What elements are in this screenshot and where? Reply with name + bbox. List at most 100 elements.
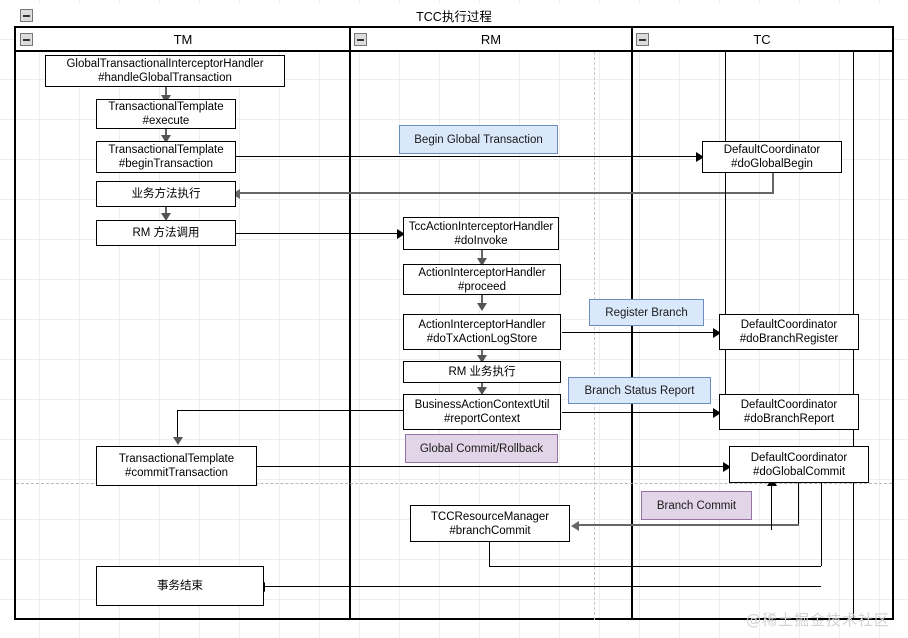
guide-dashed-vertical — [594, 52, 595, 620]
connector-commit-result-h — [489, 566, 821, 567]
node-default-coordinator-do-branch-register[interactable]: DefaultCoordinator #doBranchRegister — [719, 314, 859, 350]
arrowhead-n10-n11 — [477, 355, 487, 363]
node-transactional-template-commit-transaction[interactable]: TransactionalTemplate #commitTransaction — [96, 446, 257, 486]
node-tcc-action-interceptor-handler-do-invoke[interactable]: TccActionInterceptorHandler #doInvoke — [403, 217, 559, 250]
node-line1: DefaultCoordinator — [740, 319, 838, 331]
node-line1: DefaultCoordinator — [740, 399, 838, 411]
arrowhead-branch-report — [713, 408, 721, 418]
node-line1: RM 业务执行 — [448, 366, 516, 378]
node-action-interceptor-handler-do-tx-action-log-store[interactable]: ActionInterceptorHandler #doTxActionLogS… — [403, 314, 561, 350]
arrowhead-branch-commit — [571, 521, 579, 531]
connector-branch-commit-v — [798, 480, 799, 525]
connector-final-h — [264, 586, 821, 587]
node-tcc-resource-manager-branch-commit[interactable]: TCCResourceManager #branchCommit — [410, 505, 570, 542]
arrowhead-n11-n12 — [477, 387, 487, 395]
arrowhead-begin-global — [696, 152, 704, 162]
label-branch-status-report[interactable]: Branch Status Report — [568, 377, 711, 404]
connector-begin-return-h — [238, 192, 773, 194]
node-line1: DefaultCoordinator — [723, 144, 821, 156]
arrowhead-n4-n5 — [161, 213, 171, 221]
node-line2: #handleGlobalTransaction — [98, 72, 232, 84]
node-transactional-template-begin-transaction[interactable]: TransactionalTemplate #beginTransaction — [96, 141, 236, 173]
arrowhead-n8-n9 — [477, 258, 487, 266]
node-action-interceptor-handler-proceed[interactable]: ActionInterceptorHandler #proceed — [403, 264, 561, 295]
lane-header-tc: TC — [632, 28, 892, 52]
arrowhead-report-back — [173, 437, 183, 445]
connector-begin-return-v — [772, 172, 774, 194]
connector-n9-n10 — [481, 295, 483, 308]
connector-register-branch — [562, 332, 719, 333]
label-global-commit-rollback[interactable]: Global Commit/Rollback — [405, 434, 558, 463]
node-rm-method-invoke[interactable]: RM 方法调用 — [96, 220, 236, 246]
arrowhead-register-branch — [713, 328, 721, 338]
node-line2: #proceed — [458, 280, 506, 293]
minus-icon-tc[interactable] — [636, 33, 649, 46]
node-line1: 事务结束 — [157, 580, 203, 592]
connector-report-back-h — [177, 410, 403, 411]
node-default-coordinator-do-global-begin[interactable]: DefaultCoordinator #doGlobalBegin — [702, 141, 842, 173]
label-branch-commit[interactable]: Branch Commit — [641, 491, 752, 520]
node-rm-business-execute[interactable]: RM 业务执行 — [403, 361, 561, 383]
node-line1: TransactionalTemplate — [118, 453, 235, 465]
arrowhead-n9-n10 — [477, 303, 487, 311]
node-line2: #branchCommit — [449, 524, 531, 537]
node-line2: #reportContext — [443, 413, 521, 425]
connector-n5-n8 — [236, 233, 403, 234]
lane-header-tm: TM — [16, 28, 350, 52]
connector-report-back-v — [177, 410, 178, 442]
node-line1: RM 方法调用 — [132, 227, 200, 239]
connector-n1-n2 — [165, 85, 167, 99]
watermark: @稀土掘金技术社区 — [745, 611, 890, 629]
node-line2: #commitTransaction — [124, 467, 229, 479]
node-line2: #doBranchReport — [743, 413, 835, 425]
connector-n8-n9 — [481, 250, 483, 264]
guide-dashed-horizontal — [16, 483, 892, 484]
node-business-action-context-util-report-context[interactable]: BusinessActionContextUtil #reportContext — [403, 394, 561, 430]
node-line1: BusinessActionContextUtil — [414, 399, 550, 411]
node-line1: GlobalTransactionalInterceptorHandler — [66, 58, 264, 70]
node-line2: #doTxActionLogStore — [426, 333, 538, 345]
label-begin-global-transaction[interactable]: Begin Global Transaction — [399, 125, 558, 154]
node-transaction-end[interactable]: 事务结束 — [96, 566, 264, 606]
node-line1: TCCResourceManager — [430, 510, 550, 523]
connector-global-commit — [257, 466, 729, 467]
node-line1: TccActionInterceptorHandler — [408, 220, 554, 233]
minus-icon-pool[interactable] — [20, 9, 33, 22]
node-line2: #doInvoke — [454, 234, 508, 247]
arrowhead-n5-n8 — [397, 229, 405, 239]
connector-branch-commit-h — [578, 524, 799, 526]
tc-lifeline-upper — [725, 50, 726, 332]
node-line1: DefaultCoordinator — [750, 451, 848, 464]
minus-icon-rm[interactable] — [354, 33, 367, 46]
node-global-transactional-interceptor-handler[interactable]: GlobalTransactionalInterceptorHandler #h… — [45, 55, 285, 87]
tc-lifeline-middle — [725, 350, 726, 412]
node-line2: #doBranchRegister — [739, 333, 839, 345]
node-default-coordinator-do-branch-report[interactable]: DefaultCoordinator #doBranchReport — [719, 394, 859, 430]
node-line2: #doGlobalBegin — [731, 158, 813, 170]
arrowhead-n2-n3 — [161, 135, 171, 143]
minus-icon-tm[interactable] — [20, 33, 33, 46]
node-line2: #doGlobalCommit — [752, 465, 846, 478]
diagram-title: TCC执行过程 — [14, 4, 894, 28]
node-line1: TransactionalTemplate — [108, 101, 224, 113]
node-line2: #beginTransaction — [118, 158, 214, 170]
node-transactional-template-execute[interactable]: TransactionalTemplate #execute — [96, 99, 236, 129]
connector-commit-ack-v — [771, 480, 772, 530]
lane-divider-tm-rm — [349, 28, 351, 620]
node-default-coordinator-do-global-commit[interactable]: DefaultCoordinator #doGlobalCommit — [729, 446, 869, 483]
node-line2: #execute — [142, 115, 190, 127]
node-line1: TransactionalTemplate — [108, 144, 224, 156]
label-register-branch[interactable]: Register Branch — [589, 299, 704, 326]
lane-header-rm: RM — [350, 28, 632, 52]
connector-commit-result-v2 — [821, 480, 822, 566]
connector-commit-result-v1 — [489, 542, 490, 566]
connector-n2-n3 — [165, 128, 167, 140]
node-line1: ActionInterceptorHandler — [418, 266, 546, 279]
arrowhead-begin-return — [232, 189, 240, 199]
connector-begin-global — [236, 156, 702, 157]
arrowhead-global-commit — [723, 462, 731, 472]
connector-branch-report — [562, 412, 719, 413]
node-business-method-execute[interactable]: 业务方法执行 — [96, 181, 236, 207]
node-line1: ActionInterceptorHandler — [418, 319, 546, 331]
